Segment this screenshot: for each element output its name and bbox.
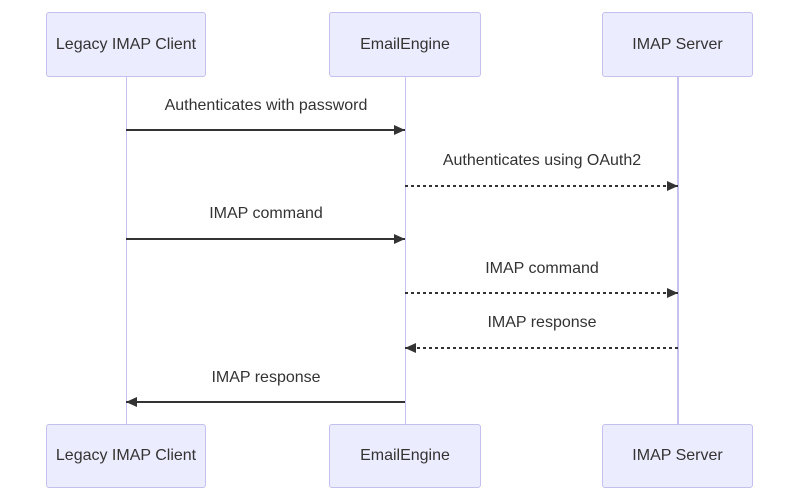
actor-label: Legacy IMAP Client (55, 35, 197, 53)
message-line (126, 129, 405, 131)
arrowhead-right-icon (667, 288, 678, 298)
lifeline-emailengine (404, 77, 406, 424)
actor-label: EmailEngine (360, 447, 450, 464)
actor-top-legacy-imap-client: Legacy IMAP Client (46, 12, 206, 77)
lifeline-imap-server (677, 77, 679, 424)
message-line (126, 238, 405, 240)
arrowhead-right-icon (394, 125, 405, 135)
actor-label: IMAP Server (632, 447, 723, 464)
message-label: IMAP response (211, 369, 321, 386)
actor-bottom-imap-server: IMAP Server (602, 424, 753, 488)
message-label: IMAP command (485, 260, 599, 277)
lifeline-legacy-imap-client (125, 77, 127, 424)
actor-bottom-legacy-imap-client: Legacy IMAP Client (46, 424, 206, 488)
arrowhead-left-icon (126, 397, 137, 407)
message-label: IMAP response (487, 314, 597, 331)
message-label: Authenticates with password (164, 97, 368, 114)
arrowhead-left-icon (405, 343, 416, 353)
actor-label: Legacy IMAP Client (55, 447, 197, 464)
message-line (126, 401, 405, 403)
message-line (405, 292, 678, 294)
actor-label: EmailEngine (360, 35, 450, 53)
actor-top-imap-server: IMAP Server (602, 12, 753, 77)
message-line (405, 185, 678, 187)
arrowhead-right-icon (667, 181, 678, 191)
message-line (405, 347, 678, 349)
actor-top-emailengine: EmailEngine (329, 12, 481, 77)
actor-label: IMAP Server (632, 35, 723, 53)
arrowhead-right-icon (394, 234, 405, 244)
message-label: Authenticates using OAuth2 (442, 152, 642, 169)
message-label: IMAP command (209, 205, 323, 222)
actor-bottom-emailengine: EmailEngine (329, 424, 481, 488)
